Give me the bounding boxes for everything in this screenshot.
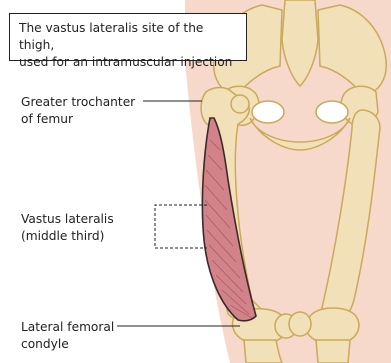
label-greater-trochanter-line2: of femur bbox=[21, 111, 135, 128]
caption-line-1: The vastus lateralis site of the thigh, bbox=[19, 20, 238, 54]
right-obturator bbox=[316, 101, 348, 123]
label-vastus-lateralis-line2: (middle third) bbox=[21, 228, 114, 245]
left-tibia bbox=[244, 340, 282, 363]
label-greater-trochanter: Greater trochanter of femur bbox=[21, 94, 135, 128]
right-knee bbox=[306, 308, 359, 344]
label-greater-trochanter-line1: Greater trochanter bbox=[21, 94, 135, 111]
caption-line-2: used for an intramuscular injection bbox=[19, 54, 238, 71]
label-vastus-lateralis-line1: Vastus lateralis bbox=[21, 211, 114, 228]
label-lateral-condyle-line2: condyle bbox=[21, 336, 114, 353]
label-vastus-lateralis: Vastus lateralis (middle third) bbox=[21, 211, 114, 245]
right-patella bbox=[289, 312, 311, 336]
label-lateral-femoral-condyle: Lateral femoral condyle bbox=[21, 319, 114, 353]
left-femoral-head bbox=[231, 95, 249, 113]
caption-box: The vastus lateralis site of the thigh, … bbox=[9, 13, 247, 61]
label-lateral-condyle-line1: Lateral femoral bbox=[21, 319, 114, 336]
middle-third-bracket bbox=[155, 205, 207, 248]
left-obturator bbox=[252, 101, 284, 123]
right-tibia bbox=[316, 340, 350, 363]
